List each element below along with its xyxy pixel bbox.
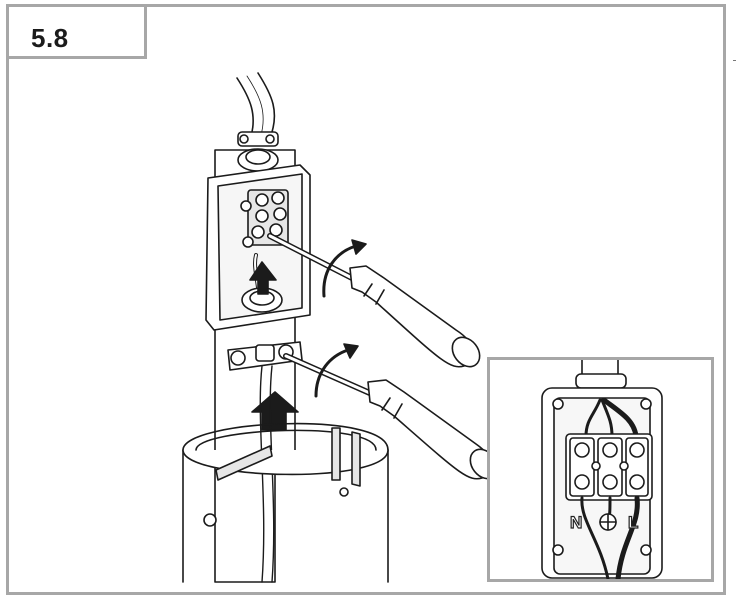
- supply-cable: [257, 72, 276, 139]
- live-terminal-label: L: [628, 513, 638, 532]
- neutral-terminal-label: N: [570, 513, 582, 532]
- terminal-block: [240, 189, 289, 248]
- arrow-up-icon: [249, 261, 277, 295]
- ground-symbol-icon: [599, 513, 617, 531]
- rotate-arrow-icon: [322, 244, 358, 298]
- screwdriver-icon: [267, 233, 481, 368]
- arrow-up-icon: [251, 391, 299, 431]
- lamp-post-tube: [182, 449, 389, 583]
- terminal-wiring-detail: N L: [541, 360, 663, 579]
- terminal-detail-inset: N L: [487, 357, 714, 582]
- edge-tick: [733, 60, 736, 61]
- step-number: 5.8: [31, 23, 69, 53]
- step-number-box: 5.8: [6, 4, 147, 59]
- terminal-block: [565, 433, 653, 501]
- rotate-arrow-icon: [314, 348, 350, 398]
